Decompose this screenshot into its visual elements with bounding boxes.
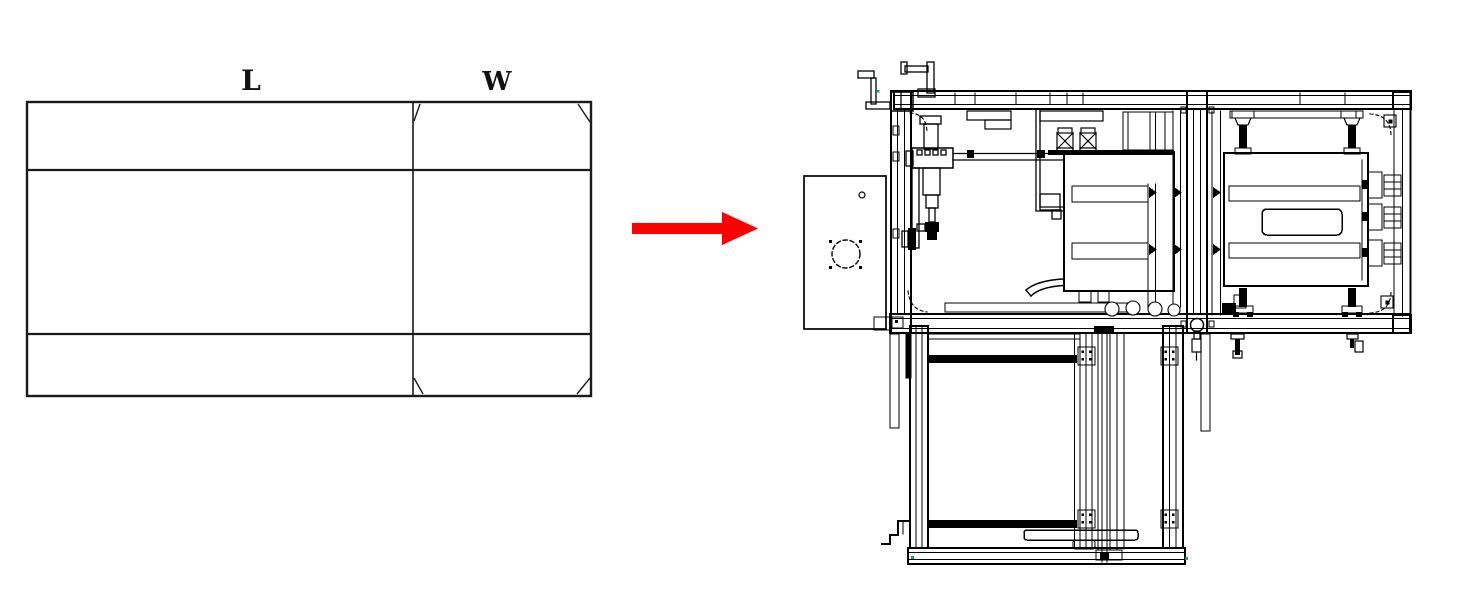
glue-applicator — [901, 115, 1064, 250]
crank-handles — [857, 61, 936, 112]
eye-bolt — [1189, 317, 1205, 361]
corner-brackets — [907, 112, 1397, 314]
flow-arrow — [632, 212, 758, 245]
cad-endpoint-markers — [877, 90, 1188, 560]
hanging-pins — [1230, 333, 1364, 359]
blank-magazine — [881, 325, 1211, 565]
left-platen — [944, 110, 1182, 313]
air-hose — [1025, 278, 1064, 297]
feed-bars — [928, 355, 1077, 528]
machine-frame — [873, 90, 1412, 379]
corner-cut-marks — [413, 103, 591, 395]
right-platen — [1211, 110, 1402, 317]
magazine-rails — [1079, 333, 1125, 563]
beam-tick-marks — [954, 92, 1346, 105]
latch-hook — [881, 520, 911, 545]
pusher-bar — [1023, 529, 1139, 541]
support-posts — [1231, 110, 1364, 317]
guide-rails — [1147, 110, 1182, 308]
rail-arrow-markers — [1149, 187, 1182, 255]
blank-outline — [25, 100, 593, 398]
side-panel — [803, 175, 887, 330]
panel-hole — [831, 239, 861, 269]
hanging-post — [889, 333, 900, 429]
length-label: L — [241, 64, 261, 97]
width-label: W — [481, 67, 512, 97]
bearing-blocks — [1077, 346, 1179, 529]
arrow-right-icon — [632, 212, 758, 245]
solenoid-valves — [966, 110, 1104, 155]
platen-handhole — [1261, 208, 1343, 236]
debris-clouds — [1104, 300, 1181, 317]
center-column — [1180, 90, 1215, 334]
hanging-post — [1200, 333, 1211, 432]
box-blank-diagram: L W — [25, 64, 593, 398]
rail-arrow-markers — [1213, 187, 1221, 255]
side-clamp-connectors — [1362, 171, 1402, 267]
bay-divider-plate — [1035, 109, 1064, 220]
machine-drawing — [803, 61, 1412, 565]
